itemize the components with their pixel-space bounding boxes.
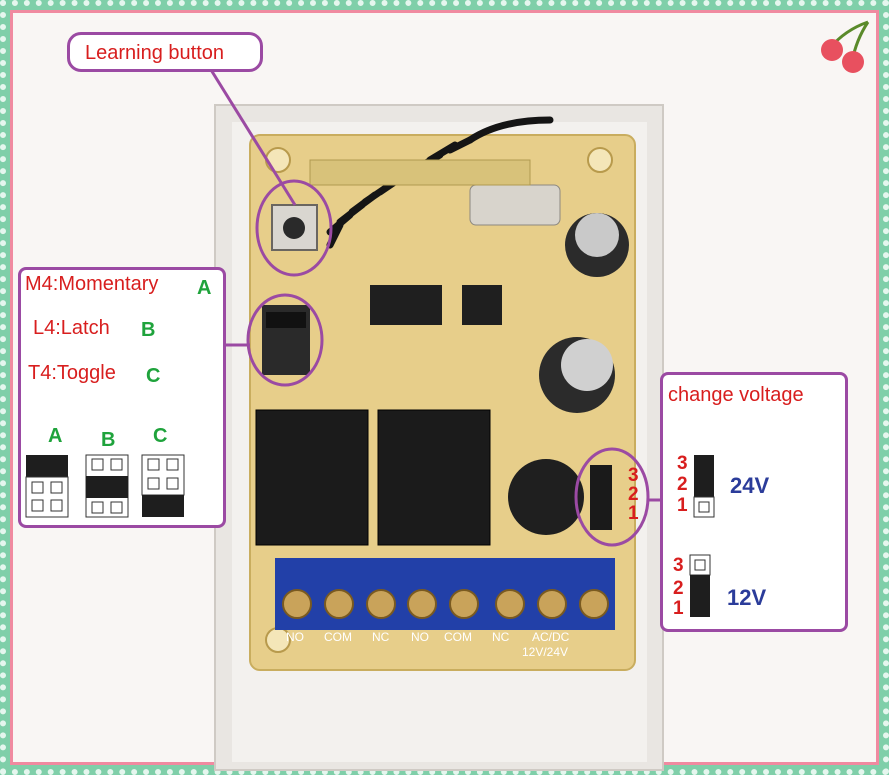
- terminal-label-com-2: COM: [444, 630, 472, 644]
- mode-momentary-letter: A: [197, 277, 212, 299]
- terminal-label-no-1: NO: [286, 630, 304, 644]
- jumper-diagram-a: [25, 455, 69, 518]
- jumper-diagram-c: [141, 454, 185, 517]
- voltage-diagram-12v: [689, 554, 711, 617]
- voltage-bottom-pin-3: 3: [673, 555, 684, 576]
- mode-latch-letter: B: [141, 319, 156, 341]
- board-pin-2: 2: [628, 484, 639, 505]
- board-pin-1: 1: [628, 503, 639, 524]
- relay-1: [255, 409, 369, 546]
- mode-toggle-letter: C: [146, 365, 161, 387]
- jumper-letter-c: C: [153, 425, 168, 447]
- terminal-label-com-1: COM: [324, 630, 352, 644]
- learning-button-callout: [67, 32, 263, 72]
- jumper-diagram-b: [85, 454, 129, 518]
- terminal-label-nc-1: NC: [372, 630, 390, 644]
- power-label-line-1: AC/DC: [532, 630, 570, 644]
- jumper-letter-a: A: [48, 425, 63, 447]
- mode-momentary-label: M4:Momentary: [25, 273, 159, 295]
- power-label-line-2: 12V/24V: [522, 645, 569, 659]
- mode-toggle-label: T4:Toggle: [28, 362, 116, 384]
- voltage-bottom-pin-2: 2: [673, 578, 684, 599]
- voltage-top-pin-3: 3: [677, 453, 688, 474]
- jumper-letter-b: B: [101, 429, 116, 451]
- voltage-bottom-value: 12V: [727, 585, 767, 610]
- relay-2: [377, 409, 491, 546]
- voltage-diagram-24v: [693, 455, 715, 518]
- learning-button-label: Learning button: [85, 42, 225, 64]
- voltage-jumper: [590, 465, 612, 530]
- voltage-top-pin-1: 1: [677, 495, 688, 516]
- terminal-label-no-2: NO: [411, 630, 429, 644]
- voltage-top-pin-2: 2: [677, 474, 688, 495]
- change-voltage-title: change voltage: [668, 384, 804, 406]
- cherry-logo: [821, 20, 870, 73]
- mode-latch-label: L4:Latch: [33, 317, 110, 339]
- voltage-top-value: 24V: [730, 473, 770, 498]
- board-pin-3: 3: [628, 465, 639, 486]
- terminal-label-nc-2: NC: [492, 630, 510, 644]
- voltage-bottom-pin-1: 1: [673, 598, 684, 619]
